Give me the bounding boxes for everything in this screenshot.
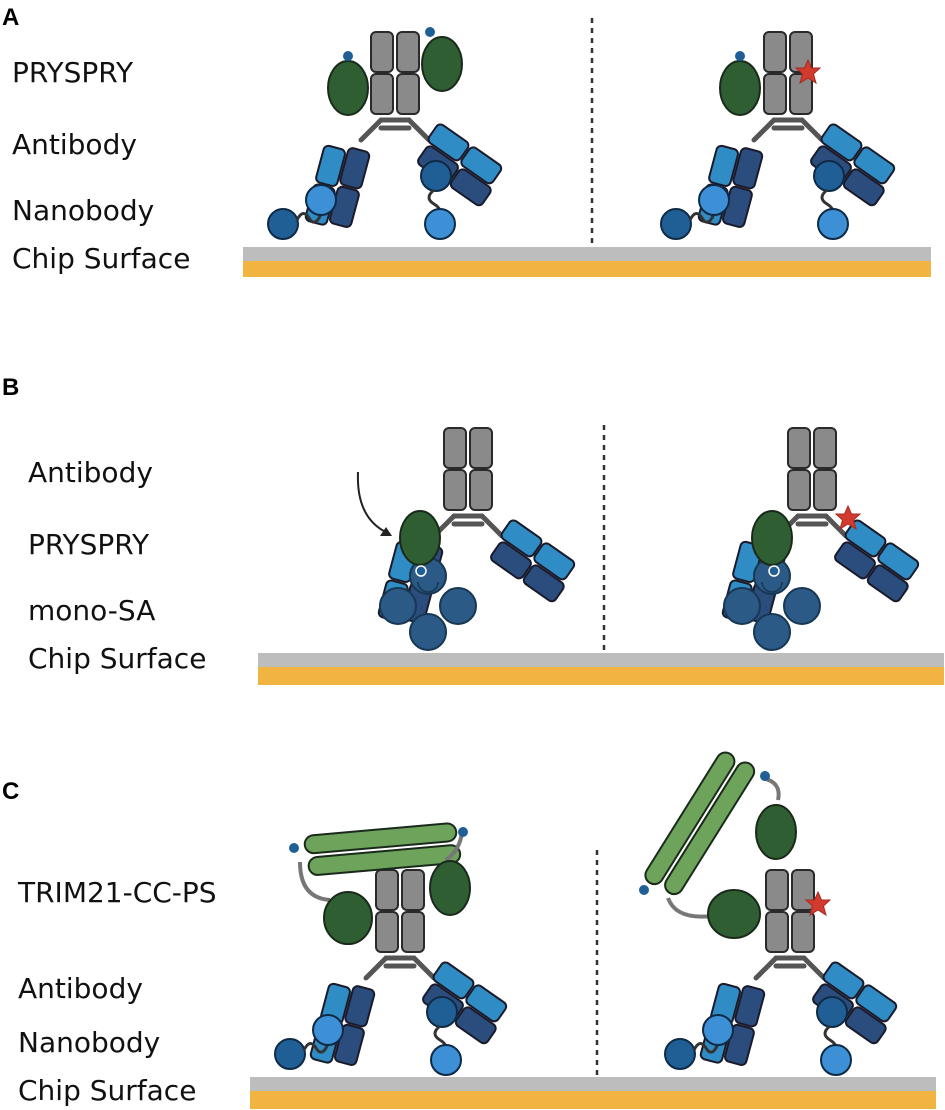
panel-letter-c: C	[2, 778, 20, 805]
chip-surface-gold-b	[258, 667, 944, 685]
label-a-chip-surface: Chip Surface	[12, 242, 191, 275]
nanobody-c-left-1	[273, 1013, 345, 1071]
panel-letter-a: A	[2, 4, 20, 31]
chip-surface-gray-b	[258, 653, 944, 667]
biotin-c-right-2	[639, 885, 649, 895]
linker-c-right-1	[761, 776, 781, 801]
pryspry-c-left-2	[429, 860, 471, 916]
pryspry-b-left	[399, 510, 441, 566]
label-b-mono-sa: mono-SA	[28, 594, 156, 627]
linker-c-right-2	[666, 897, 713, 919]
pryspry-b-right	[751, 510, 793, 566]
binding-arrow	[356, 471, 391, 535]
panel-c	[250, 751, 936, 1109]
nanobody-a-left-1	[266, 183, 338, 241]
label-c-antibody: Antibody	[18, 972, 143, 1005]
coiled-coil-c-left	[303, 822, 462, 876]
label-c-nanobody: Nanobody	[18, 1026, 161, 1059]
binding-arrowhead	[380, 527, 392, 536]
chip-surface-gold-c	[250, 1091, 936, 1109]
label-a-antibody: Antibody	[12, 128, 137, 161]
label-b-chip-surface: Chip Surface	[28, 642, 207, 675]
chip-surface-gray-c	[250, 1077, 936, 1091]
nanobody-c-left-2	[425, 995, 463, 1077]
label-b-antibody: Antibody	[28, 456, 153, 489]
biotin-a-left-2	[425, 27, 435, 37]
coiled-coil-c-right	[644, 751, 756, 896]
biotin-c-left-1	[289, 843, 299, 853]
nanobody-c-right-2	[815, 995, 853, 1077]
pryspry-a-left-2	[421, 36, 463, 92]
biotin-b-right	[768, 565, 780, 577]
panel-letter-b: B	[2, 374, 20, 401]
biotin-a-left-1	[343, 51, 353, 61]
biotin-b-left	[415, 565, 427, 577]
pryspry-a-left-1	[327, 60, 369, 116]
chip-surface-gold-a	[243, 261, 931, 277]
biotin-a-right	[735, 51, 745, 61]
linker-c-left-1	[298, 861, 331, 902]
label-c-chip-surface: Chip Surface	[18, 1074, 197, 1107]
biotin-c-right-1	[760, 771, 770, 781]
pryspry-c-right-2	[707, 889, 761, 939]
label-b-pryspry: PRYSPRY	[28, 528, 150, 561]
panel-b	[258, 425, 944, 685]
nanobody-a-right-1	[659, 183, 731, 241]
panel-a	[243, 18, 931, 277]
pryspry-a-right	[719, 60, 761, 116]
pryspry-c-left-1	[323, 891, 373, 945]
label-a-nanobody: Nanobody	[12, 194, 155, 227]
label-a-pryspry: PRYSPRY	[12, 56, 134, 89]
label-c-trim21-cc-ps: TRIM21-CC-PS	[18, 876, 217, 909]
nanobody-a-right-2	[812, 159, 850, 241]
nanobody-c-right-1	[663, 1013, 735, 1071]
biotin-c-left-2	[458, 827, 468, 837]
chip-surface-gray-a	[243, 247, 931, 261]
pryspry-c-right-1	[755, 804, 797, 860]
nanobody-a-left-2	[419, 159, 457, 241]
